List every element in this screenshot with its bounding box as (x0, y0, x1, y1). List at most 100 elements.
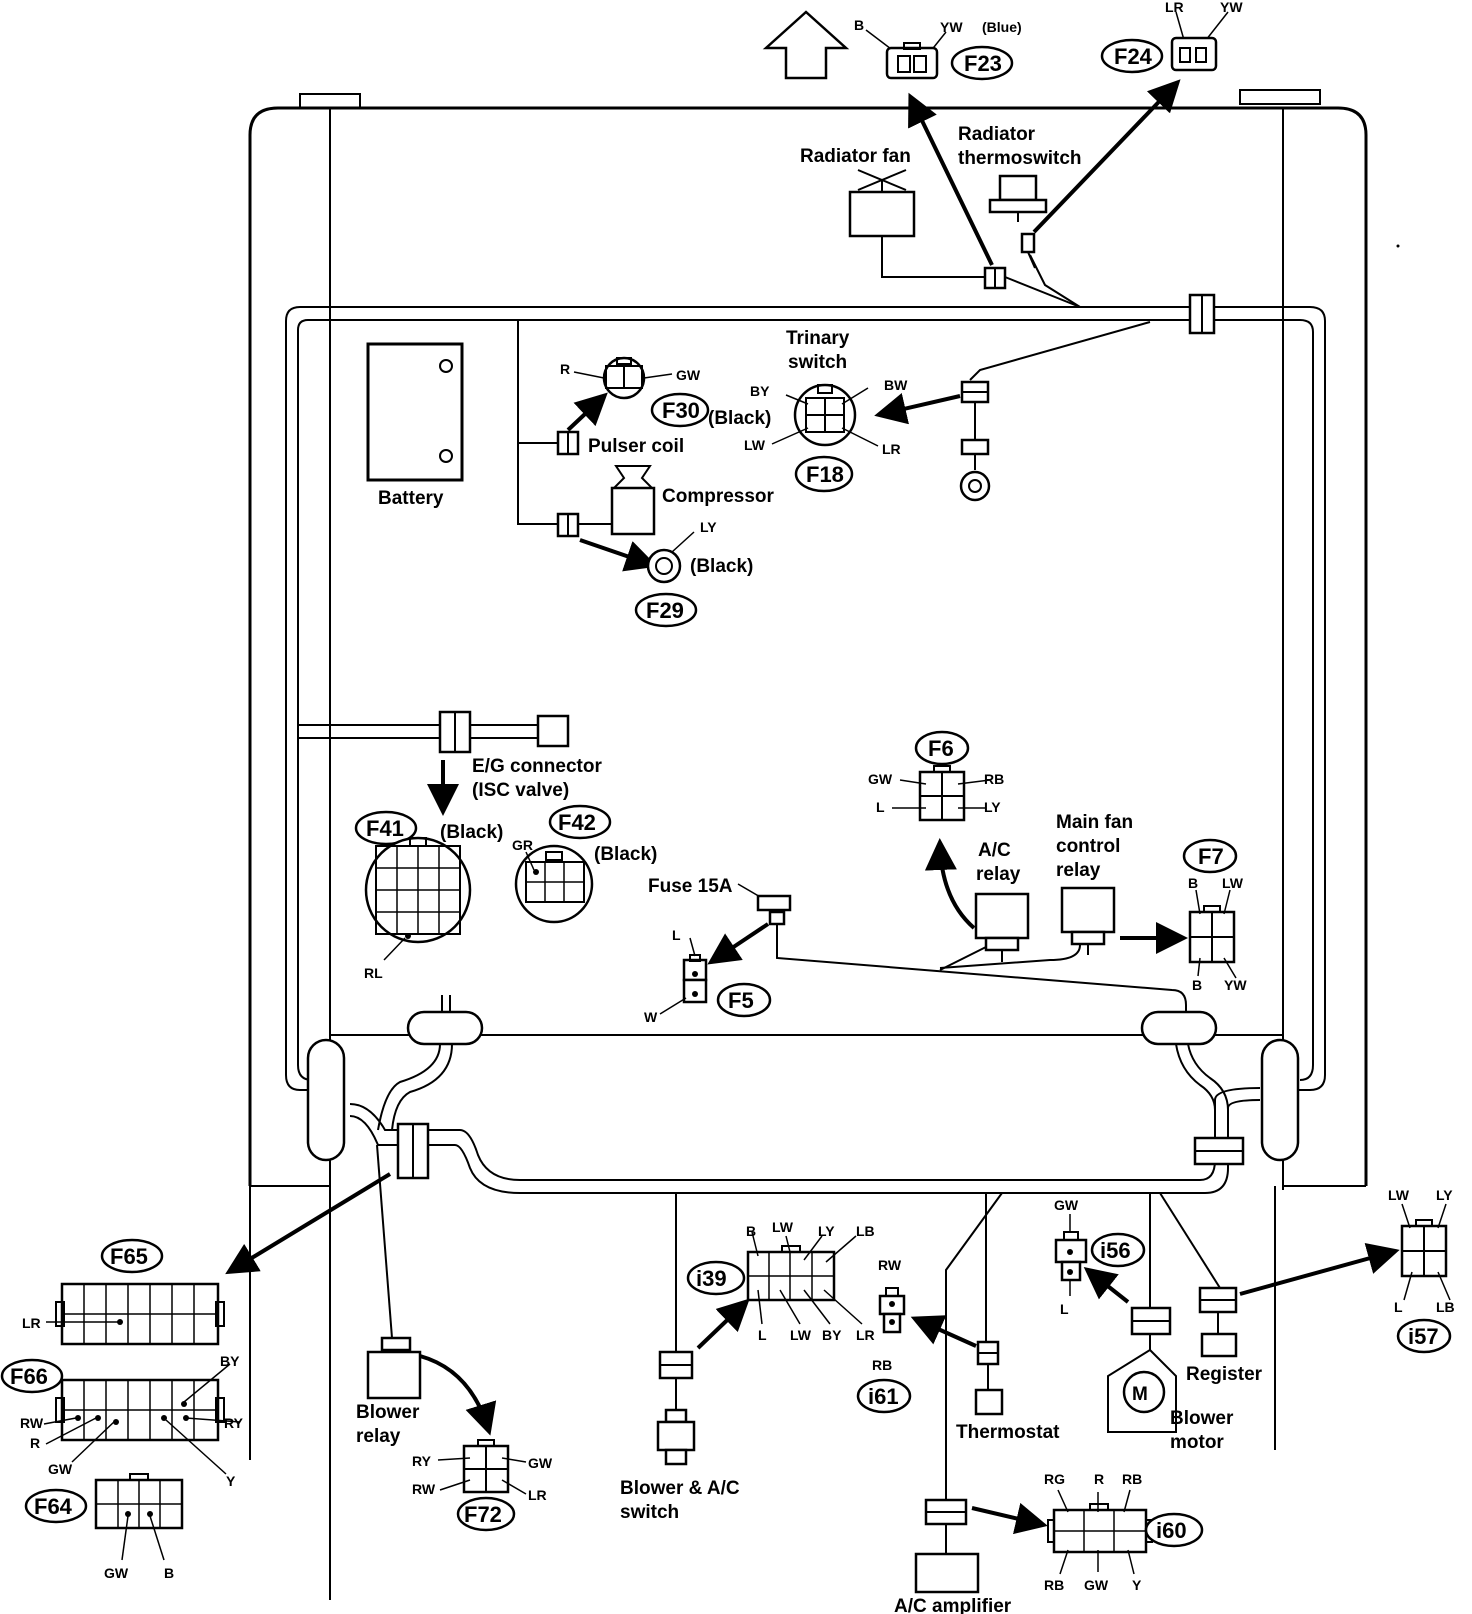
i39-pin-by: BY (822, 1327, 842, 1343)
f30-id: F30 (662, 398, 700, 423)
f18-pin-lw: LW (744, 437, 766, 453)
vehicle-outline (248, 89, 1368, 1600)
register-group (1159, 1192, 1452, 1358)
i60-pin-y: Y (1132, 1577, 1142, 1593)
f6-pin-l: L (876, 799, 885, 815)
radiator-fan-label: Radiator fan (800, 146, 911, 167)
f6-id: F6 (928, 736, 954, 761)
ac-amplifier-label: A/C amplifier (894, 1596, 1012, 1614)
f7-pin-b-top: B (1188, 875, 1198, 891)
connector-f42 (514, 804, 612, 924)
f42-id: F42 (558, 810, 596, 835)
register-label: Register (1186, 1364, 1263, 1385)
main-fan-relay-group (1060, 838, 1238, 979)
f30-pin-r: R (560, 361, 570, 377)
f18-pin-lr: LR (882, 441, 901, 457)
fuse-label: Fuse 15A (648, 876, 733, 897)
front-arrow-icon (762, 10, 850, 80)
f18-pin-by: BY (750, 383, 770, 399)
i39-pin-b: B (746, 1223, 756, 1239)
trinary-switch-label-2: switch (788, 352, 847, 373)
i39-pin-ly: LY (818, 1223, 835, 1239)
i60-pin-rb-top: RB (1122, 1471, 1142, 1487)
ac-relay-label-2: relay (976, 864, 1021, 885)
eg-connector-label-1: E/G connector (472, 756, 602, 777)
f18-pin-bw: BW (884, 377, 908, 393)
thermostat-group (856, 1193, 1004, 1416)
i57-pin-lw: LW (1388, 1187, 1410, 1203)
blower-motor-label-1: Blower (1170, 1408, 1234, 1429)
f29-id: F29 (646, 598, 684, 623)
f66-pin-rw: RW (20, 1415, 44, 1431)
f6-pin-rb: RB (984, 771, 1004, 787)
compressor-label: Compressor (662, 486, 775, 507)
blower-relay-group (366, 1144, 527, 1532)
i61-pin-rw: RW (878, 1257, 902, 1273)
f5-pin-w: W (644, 1009, 658, 1025)
i60-pin-rb-bottom: RB (1044, 1577, 1064, 1593)
f72-id: F72 (464, 1502, 502, 1527)
connector-f23 (865, 29, 1014, 81)
fuse-group (659, 883, 1187, 1018)
i60-pin-r: R (1094, 1471, 1104, 1487)
lower-left-group (0, 1172, 392, 1561)
motor-symbol: M (1132, 1384, 1148, 1405)
i56-id: i56 (1100, 1238, 1131, 1263)
trinary-switch-group (771, 321, 1151, 502)
blower-relay-label-1: Blower (356, 1402, 420, 1423)
f66-pin-gw: GW (48, 1461, 73, 1477)
i60-id: i60 (1156, 1518, 1187, 1543)
i61-pin-rb: RB (872, 1357, 892, 1373)
f23-note: (Blue) (982, 19, 1022, 35)
f7-id: F7 (1198, 844, 1224, 869)
main-fan-relay-label-1: Main fan (1056, 812, 1133, 833)
connector-f24 (1100, 11, 1229, 74)
f65-id: F65 (110, 1244, 148, 1269)
i39-pin-lb: LB (856, 1223, 875, 1239)
blower-motor-group (1054, 1193, 1177, 1433)
f66-pin-r: R (30, 1435, 40, 1451)
f42-note: (Black) (594, 844, 657, 865)
f65-pin-lr: LR (22, 1315, 41, 1331)
f7-pin-yw: YW (1224, 977, 1247, 993)
f29-note: (Black) (690, 556, 753, 577)
f41-id: F41 (366, 816, 404, 841)
blower-motor-label-2: motor (1170, 1432, 1224, 1453)
i60-pin-gw: GW (1084, 1577, 1109, 1593)
i39-pin-lw-top: LW (772, 1219, 794, 1235)
i39-id: i39 (696, 1266, 727, 1291)
main-fan-relay-label-2: control (1056, 836, 1120, 857)
f24-pin-yw: YW (1220, 0, 1243, 15)
radiator-fan-group (848, 79, 1181, 308)
i57-pin-ly: LY (1436, 1187, 1453, 1203)
f66-pin-y: Y (226, 1473, 236, 1489)
i60-pin-rg: RG (1044, 1471, 1065, 1487)
i57-pin-l: L (1394, 1299, 1403, 1315)
battery-label: Battery (378, 488, 444, 509)
radiator-thermoswitch-label-1: Radiator (958, 124, 1036, 145)
f64-pin-b: B (164, 1565, 174, 1581)
f66-id: F66 (10, 1364, 48, 1389)
f24-pin-lr: LR (1165, 0, 1184, 15)
f23-id: F23 (964, 51, 1002, 76)
f29-pin-ly: LY (700, 519, 717, 535)
f6-pin-ly: LY (984, 799, 1001, 815)
blower-relay-label-2: relay (356, 1426, 401, 1447)
main-harness (285, 293, 1326, 1194)
i39-pin-l: L (758, 1327, 767, 1343)
f42-pin-gr: GR (512, 837, 533, 853)
i39-pin-lr: LR (856, 1327, 875, 1343)
i39-pin-lw-bottom: LW (790, 1327, 812, 1343)
blower-switch-label-2: switch (620, 1502, 679, 1523)
f30-note: (Black) (708, 408, 771, 429)
i57-id: i57 (1408, 1324, 1439, 1349)
blower-switch-label-1: Blower & A/C (620, 1478, 740, 1499)
connector-f29 (634, 531, 698, 628)
f23-pin-b: B (854, 17, 864, 33)
main-fan-relay-label-3: relay (1056, 860, 1101, 881)
battery (366, 342, 464, 482)
f72-pin-rw: RW (412, 1481, 436, 1497)
f7-pin-lw: LW (1222, 875, 1244, 891)
f66-pin-ry: RY (224, 1415, 244, 1431)
